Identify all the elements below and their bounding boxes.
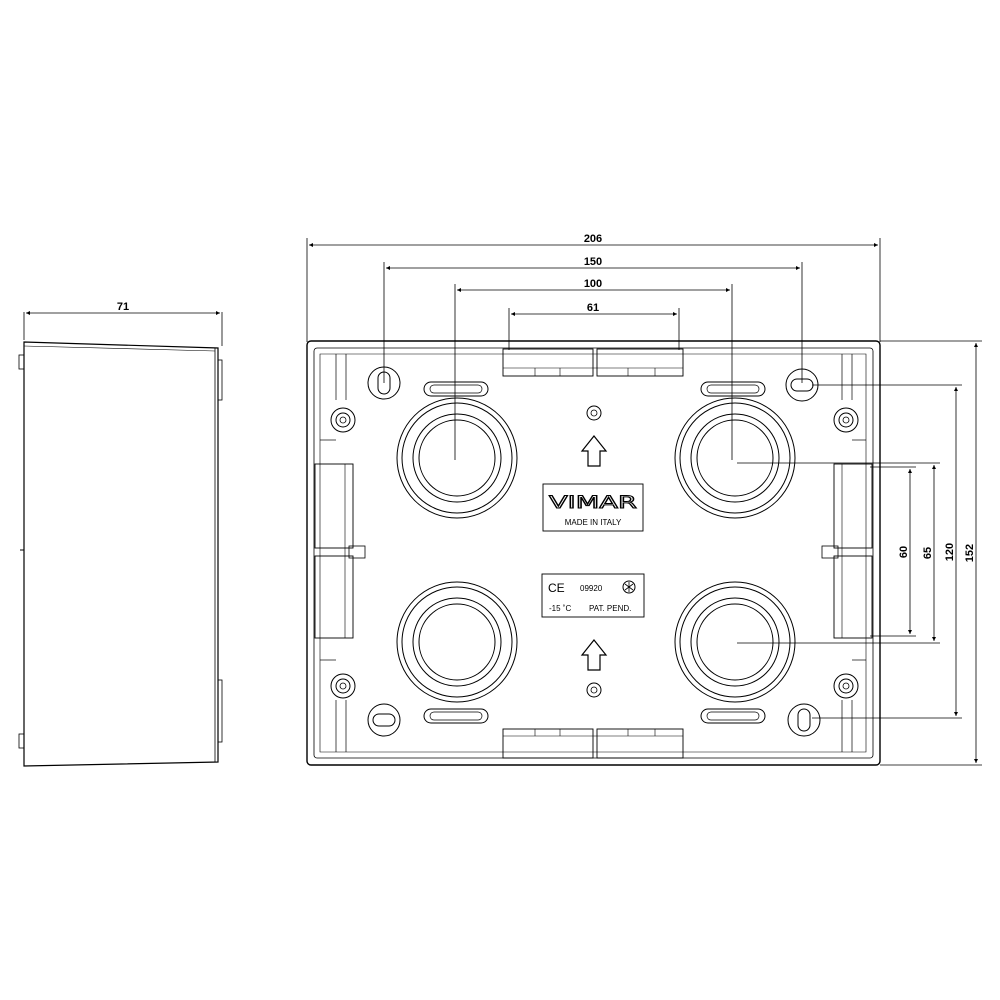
bottom-knockout-tabs [502, 728, 684, 759]
side-body-outline [23, 341, 219, 767]
certification-mark-icon [622, 580, 636, 594]
overall-height-label: 152 [964, 544, 976, 562]
up-arrow-icon [580, 435, 608, 467]
right-dimensions: 60 65 120 152 [737, 340, 982, 766]
up-arrow-icon [580, 639, 608, 671]
brand-plate: VIMAR MADE IN ITALY [542, 483, 644, 532]
side-depth-label: 71 [117, 301, 129, 313]
left-knockout-tabs [314, 463, 366, 639]
conduit-knockouts [396, 397, 796, 703]
marking-plate: CE 09920 -15 ˚C PAT. PEND. [541, 573, 645, 618]
product-code: 09920 [580, 584, 603, 593]
temperature-text: -15 ˚C [549, 604, 571, 613]
mount-61-label: 61 [587, 302, 599, 314]
front-view: VIMAR MADE IN ITALY CE 09920 -15 ˚C PAT.… [306, 340, 881, 766]
top-knockout-tabs [502, 348, 684, 377]
box-outer-outline [306, 340, 881, 766]
screw-bosses [330, 407, 859, 699]
brand-logo-text: VIMAR [549, 493, 637, 513]
top-dimensions: 206 150 100 61 [306, 233, 881, 460]
mounting-holes [367, 366, 821, 737]
side-view: 71 [18, 301, 223, 767]
mount-100-label: 100 [584, 278, 602, 290]
corner-ribs [320, 354, 866, 752]
patent-text: PAT. PEND. [589, 604, 631, 613]
overall-width-label: 206 [584, 233, 602, 245]
vert-60-label: 60 [898, 546, 910, 558]
mount-150-label: 150 [584, 256, 602, 268]
origin-text: MADE IN ITALY [565, 518, 622, 527]
vert-65-label: 65 [922, 547, 934, 559]
elongated-slots [423, 381, 766, 724]
centre-holes [586, 405, 602, 698]
vert-120-label: 120 [944, 543, 956, 561]
right-knockout-tabs [821, 463, 873, 639]
ce-mark-icon: CE [548, 581, 565, 595]
